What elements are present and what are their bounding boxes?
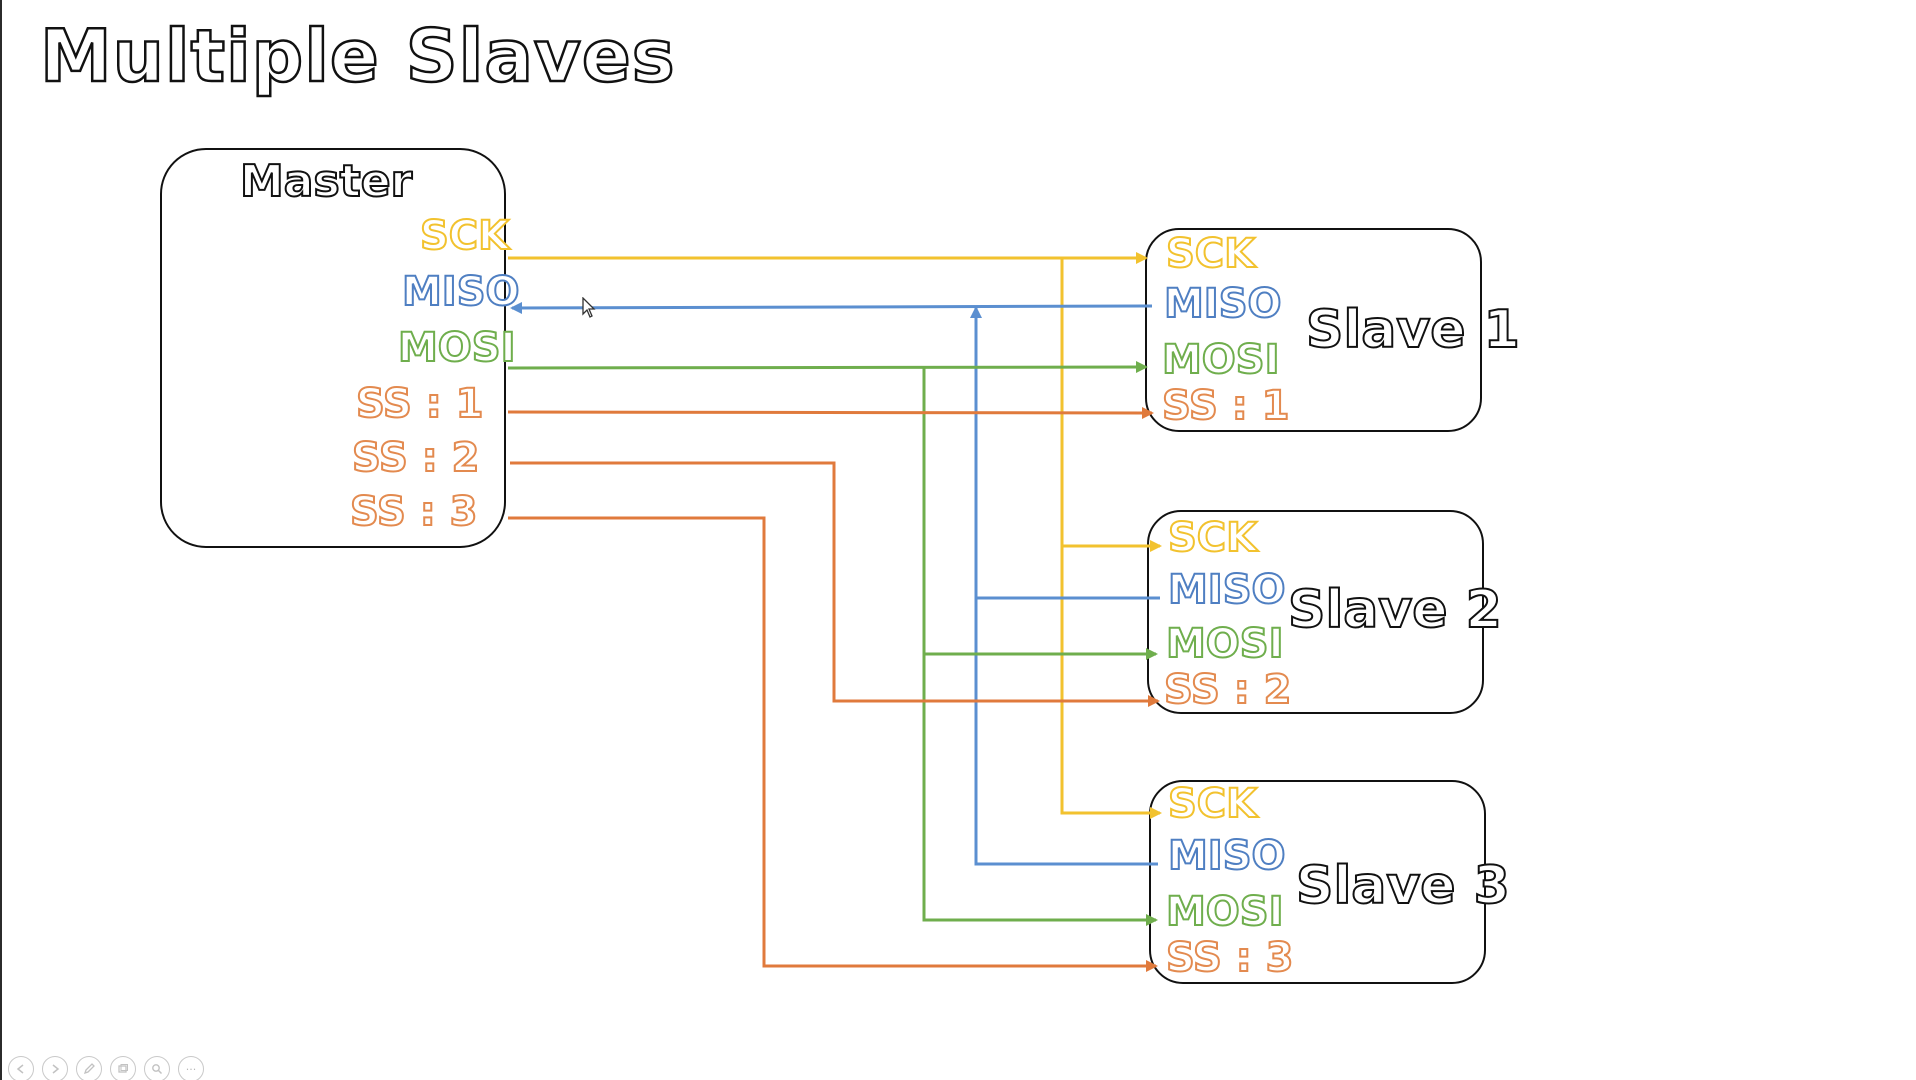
master-pin-ss3: SS : 3 [349, 489, 478, 535]
slide-left-border [0, 0, 2, 1080]
master-pin-ss2: SS : 2 [351, 435, 480, 481]
sck-wire-slave-2 [1060, 258, 1162, 552]
slave-1-pin-miso: MISO [1163, 281, 1282, 327]
mouse-pointer-icon [582, 297, 596, 318]
slave-2-pin-sck: SCK [1167, 515, 1258, 561]
slave-1-pin-ss: SS : 1 [1161, 383, 1290, 429]
master-pin-ss1: SS : 1 [355, 381, 484, 427]
prev-icon[interactable] [8, 1056, 34, 1080]
slave-2-pin-miso: MISO [1167, 567, 1286, 613]
slave-3-box [1149, 780, 1486, 984]
sck-wire-slave-3 [1060, 546, 1162, 819]
more-icon[interactable]: ··· [178, 1056, 204, 1080]
ss2-wire [510, 461, 1160, 707]
master-box [160, 148, 506, 548]
presentation-toolbar: ··· [8, 1056, 204, 1080]
miso-wires [510, 301, 1160, 866]
slave-2-label: Slave 2 [1287, 579, 1503, 641]
slides-icon[interactable] [110, 1056, 136, 1080]
slave-2-pin-ss: SS : 2 [1163, 667, 1292, 713]
slave-1-pin-sck: SCK [1165, 231, 1256, 277]
slave-3-pin-mosi: MOSI [1165, 889, 1284, 935]
master-pin-miso: MISO [401, 269, 520, 315]
ss-wires [507, 406, 1160, 972]
master-label: Master [239, 155, 413, 208]
miso-wire-slave-3 [974, 598, 1158, 866]
slave-1-pin-mosi: MOSI [1161, 337, 1280, 383]
sck-wires [508, 252, 1162, 819]
ss1-wire [507, 406, 1154, 419]
pen-icon[interactable] [76, 1056, 102, 1080]
miso-wire-slave-2 [970, 306, 1160, 600]
ss3-wire [508, 516, 1158, 972]
mosi-wire-slave-3 [922, 654, 1158, 926]
master-pin-sck: SCK [419, 213, 510, 259]
mosi-wires [507, 361, 1158, 926]
zoom-icon[interactable] [144, 1056, 170, 1080]
slave-1-box [1145, 228, 1482, 432]
miso-wire-slave-1 [510, 301, 1153, 314]
slave-1-label: Slave 1 [1305, 299, 1521, 361]
slave-3-pin-sck: SCK [1167, 781, 1258, 827]
slave-3-pin-ss: SS : 3 [1165, 935, 1294, 981]
next-icon[interactable] [42, 1056, 68, 1080]
slave-2-pin-mosi: MOSI [1165, 621, 1284, 667]
slave-3-pin-miso: MISO [1167, 833, 1286, 879]
mosi-wire-slave-1 [507, 361, 1148, 374]
slide-title: Multiple Slaves [39, 13, 676, 100]
master-pin-mosi: MOSI [397, 325, 516, 371]
mosi-wire-slave-2 [922, 367, 1158, 660]
slave-3-label: Slave 3 [1295, 855, 1511, 917]
slave-2-box [1147, 510, 1484, 714]
